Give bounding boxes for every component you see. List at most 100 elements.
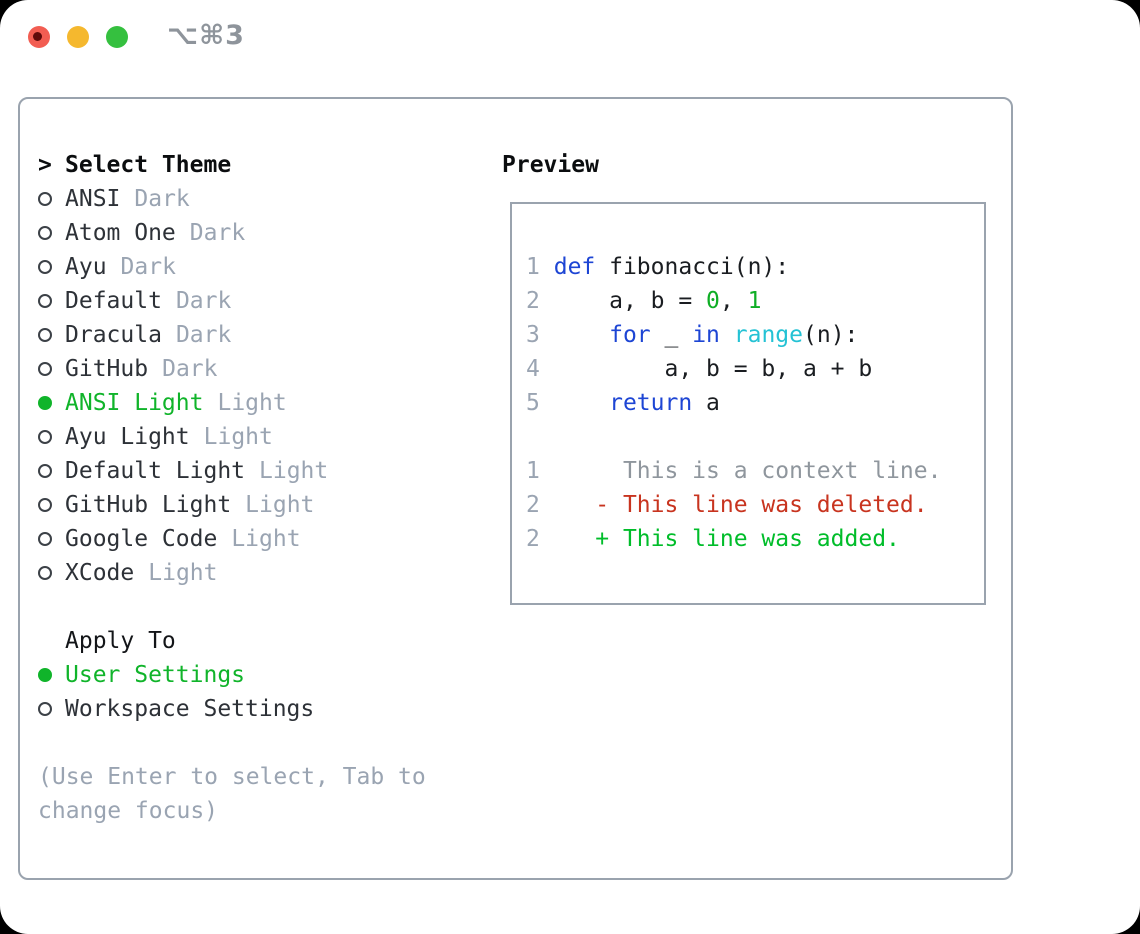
close-button-icon[interactable] — [28, 26, 50, 48]
diff-line: 2 - This line was deleted. — [526, 488, 984, 522]
code-token — [540, 526, 595, 552]
theme-variant-label: Dark — [134, 186, 190, 212]
apply-to-heading: Apply To — [38, 624, 470, 658]
select-theme-heading: > Select Theme — [38, 148, 470, 182]
theme-variant-label: Dark — [175, 288, 232, 314]
code-token: (n): — [803, 322, 859, 348]
theme-option-label: ANSI Light — [65, 390, 204, 416]
radio-icon — [38, 464, 52, 478]
radio-icon — [38, 294, 52, 308]
theme-option-label: Ayu — [65, 254, 107, 280]
theme-option-label: GitHub Light — [65, 492, 232, 518]
theme-option-label: Default Light — [65, 458, 246, 484]
theme-option-label: XCode — [65, 560, 135, 586]
theme-variant-label: Light — [245, 492, 315, 518]
diff-preview: 1 This is a context line.2 - This line w… — [526, 454, 984, 556]
code-token: return — [609, 390, 693, 416]
theme-option-label: Dracula — [65, 322, 162, 348]
diff-line: 2 + This line was added. — [526, 522, 984, 556]
radio-icon — [38, 498, 52, 512]
theme-variant-label: Dark — [175, 322, 232, 348]
traffic-lights — [28, 26, 128, 48]
code-token: def — [553, 254, 596, 280]
code-token: in — [692, 322, 720, 348]
theme-option-google-code[interactable]: Google Code Light — [38, 522, 470, 556]
line-number: 2 — [526, 288, 540, 314]
theme-option-ayu-light[interactable]: Ayu Light Light — [38, 420, 470, 454]
code-token: for — [609, 322, 651, 348]
theme-option-label: Google Code — [65, 526, 218, 552]
window-title: ⌥⌘3 — [167, 20, 245, 51]
radio-icon — [38, 260, 52, 274]
code-line: 2 a, b = 0, 1 — [526, 284, 984, 318]
code-token — [720, 322, 734, 348]
code-line: 4 a, b = b, a + b — [526, 352, 984, 386]
diff-line: 1 This is a context line. — [526, 454, 984, 488]
radio-icon — [38, 702, 52, 716]
radio-icon — [38, 328, 52, 342]
code-token: fibonacci(n): — [595, 254, 790, 280]
code-token: a, b = — [539, 288, 707, 314]
theme-option-label: Ayu Light — [65, 424, 190, 450]
code-token: 0 — [706, 288, 720, 314]
radio-icon — [38, 532, 52, 546]
code-token: + This line was added. — [595, 526, 900, 552]
theme-variant-label: Dark — [120, 254, 176, 280]
keyboard-hint: (Use Enter to select, Tab to change focu… — [38, 764, 426, 824]
code-token — [540, 322, 609, 348]
zoom-button-icon[interactable] — [106, 26, 128, 48]
apply-to-option-label: User Settings — [65, 662, 246, 688]
radio-selected-icon — [38, 396, 52, 410]
radio-icon — [38, 226, 52, 240]
preview-heading: Preview — [502, 152, 599, 178]
line-number: 2 — [526, 492, 540, 518]
minimize-button-icon[interactable] — [67, 26, 89, 48]
line-number: 5 — [526, 390, 540, 416]
theme-variant-label: Light — [231, 526, 301, 552]
theme-variant-label: Light — [259, 458, 329, 484]
code-token — [540, 492, 595, 518]
line-number: 1 — [526, 254, 540, 280]
title-bar: ⌥⌘3 — [0, 0, 1140, 97]
preview-blank-line — [526, 420, 984, 454]
line-number: 4 — [526, 356, 540, 382]
code-line: 3 for _ in range(n): — [526, 318, 984, 352]
theme-option-ayu[interactable]: Ayu Dark — [38, 250, 470, 284]
radio-icon — [38, 362, 52, 376]
code-token: a — [692, 390, 720, 416]
radio-selected-icon — [38, 668, 52, 682]
prompt-icon: > — [38, 152, 52, 178]
code-token: This is a context line. — [539, 458, 942, 484]
line-number: 1 — [526, 458, 540, 484]
theme-variant-label: Dark — [189, 220, 246, 246]
select-theme-heading-label: Select Theme — [65, 152, 232, 178]
apply-to-option-label: Workspace Settings — [65, 696, 315, 722]
line-number: 3 — [526, 322, 540, 348]
theme-variant-label: Light — [203, 424, 273, 450]
radio-icon — [38, 566, 52, 580]
apply-to-heading-label: Apply To — [65, 628, 176, 654]
theme-variant-label: Dark — [162, 356, 218, 382]
code-token — [540, 254, 554, 280]
theme-option-default-light[interactable]: Default Light Light — [38, 454, 470, 488]
theme-option-dracula[interactable]: Dracula Dark — [38, 318, 470, 352]
apply-to-option-user-settings[interactable]: User Settings — [38, 658, 470, 692]
theme-option-github-light[interactable]: GitHub Light Light — [38, 488, 470, 522]
radio-icon — [38, 430, 52, 444]
radio-icon — [38, 192, 52, 206]
apply-to-option-workspace-settings[interactable]: Workspace Settings — [38, 692, 470, 726]
code-line: 5 return a — [526, 386, 984, 420]
code-line: 1 def fibonacci(n): — [526, 250, 984, 284]
